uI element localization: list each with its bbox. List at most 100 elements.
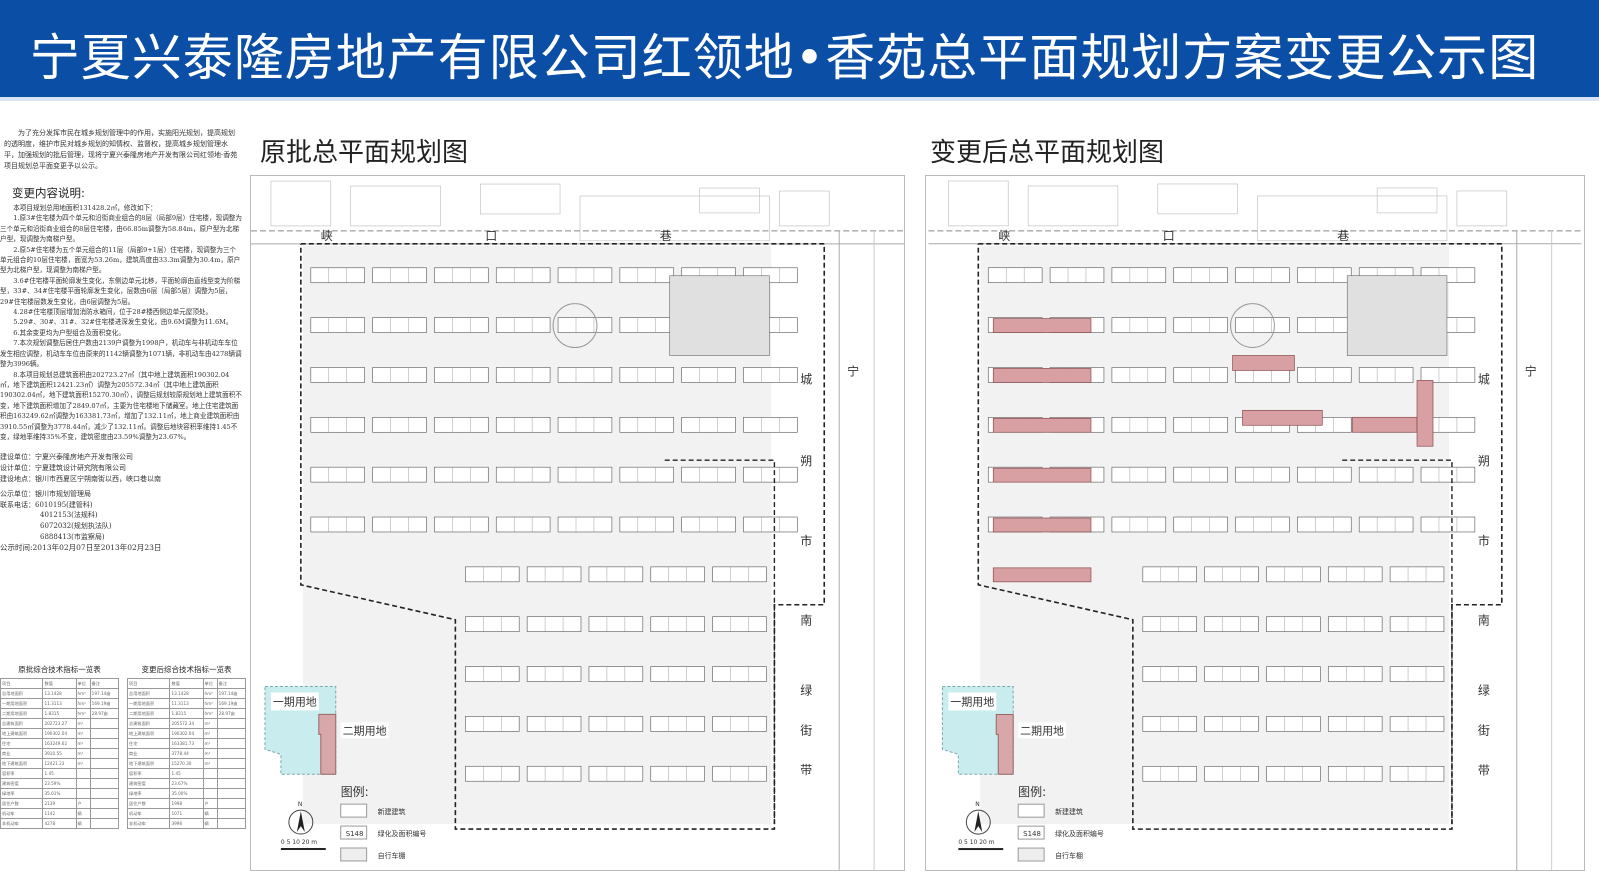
legend-title: 图例: (341, 785, 369, 799)
residential-building (1142, 566, 1197, 583)
neighbor-building (699, 187, 760, 214)
scale-bar (958, 848, 1004, 851)
residential-building (1297, 267, 1352, 283)
table-cell (89, 818, 120, 829)
changed-building (992, 517, 1092, 533)
residential-building (1266, 666, 1321, 682)
neighbor-building (270, 180, 332, 227)
changed-building (1232, 355, 1295, 371)
residential-building (1266, 765, 1321, 782)
legend-swatch (340, 847, 368, 862)
scale-label: 0 5 10 20 m (958, 839, 994, 846)
residential-building (372, 516, 427, 533)
residential-building (1389, 716, 1445, 732)
road-name-label: 市 (1478, 533, 1490, 548)
residential-building (712, 765, 767, 782)
table-cell: 备注 (216, 678, 247, 689)
table-cell: hm² (202, 698, 218, 709)
residential-building (465, 566, 520, 583)
phone-label: 联系电话： (0, 500, 35, 509)
table-cell: 197.14亩 (89, 688, 120, 699)
change-item: 3.6#住宅楼平面轮廓发生变化，东侧边单元北移，平面轮廓由直线型变为阶梯型，33… (0, 276, 241, 306)
residential-building (465, 716, 520, 732)
table-cell: 容积率 (0, 768, 44, 779)
table-cell: 辆 (202, 818, 218, 829)
table-cell (89, 748, 120, 759)
table-cell: 190302.04 (169, 728, 204, 739)
table-cell: 一期用地面积 (0, 698, 44, 709)
residential-building (1389, 666, 1445, 682)
table-cell: 1.8315 (42, 708, 77, 719)
neighbor-building (479, 183, 561, 215)
residential-building (1111, 267, 1167, 283)
north-arrow-icon (288, 809, 314, 835)
changes-list: 本项目规划总用地面积131428.2㎡，修改如下： 1.原3#住宅楼为四个单元和… (0, 203, 246, 442)
clubhouse-building (669, 275, 770, 356)
table-cell: 居住户数 (0, 798, 44, 809)
legend-label: 新建建筑 (1055, 807, 1083, 816)
table-title: 变更后综合技术指标一览表 (141, 665, 232, 674)
table-cell: m² (75, 718, 91, 729)
table-cell: 住宅 (126, 738, 171, 749)
table-cell (75, 768, 91, 779)
residential-building (465, 765, 520, 782)
scale-label: 0 5 10 20 m (281, 839, 317, 846)
residential-building (557, 267, 613, 284)
residential-building (1173, 317, 1228, 333)
table-cell: 1071 (169, 808, 204, 819)
road-name-label: 宁 (1525, 363, 1537, 378)
changed-building (1416, 380, 1434, 447)
residential-building (1173, 367, 1228, 383)
residential-building (619, 267, 675, 284)
residential-building (526, 765, 582, 782)
legend-code: S148 (346, 830, 364, 838)
table-cell: m² (75, 728, 91, 739)
residential-building (557, 466, 613, 483)
table-cell: hm² (202, 708, 218, 719)
residential-building (619, 367, 675, 383)
phase1-label: 一期用地 (273, 695, 317, 708)
legend-label: 自行车棚 (378, 851, 406, 860)
table-cell: 15270.30 (169, 758, 204, 769)
table-cell: 1142 (42, 808, 77, 819)
change-item: 2.原5#住宅楼为五个单元组合的11层（局部9+1层）住宅楼，现调整为三个单元组… (0, 245, 241, 275)
table-cell: 169.19亩 (216, 698, 247, 709)
residential-building (588, 765, 644, 782)
table-cell (89, 798, 120, 809)
table-cell (89, 768, 120, 779)
residential-building (1235, 466, 1290, 483)
residential-building (465, 616, 520, 632)
table-row: 项目数值单位备注 (0, 678, 120, 689)
table-cell: 绿地率 (126, 788, 171, 799)
changes-heading: 变更内容说明: (12, 186, 85, 200)
road-name-label: 朔 (1478, 453, 1490, 468)
residential-building (712, 666, 767, 682)
table-cell: 总用地面积 (126, 688, 171, 699)
residential-building (1420, 516, 1476, 533)
residential-building (681, 367, 736, 383)
legend-swatch (1017, 825, 1045, 840)
neighbor-building (779, 190, 830, 227)
table-cell (202, 778, 218, 789)
changed-building (1351, 416, 1418, 433)
table-cell: 机动车 (126, 808, 171, 819)
table-cell: hm² (202, 688, 218, 699)
residential-building (495, 367, 551, 383)
residential-building (526, 716, 582, 732)
residential-building (743, 367, 798, 383)
residential-building (1173, 417, 1228, 433)
residential-building (712, 566, 767, 583)
neighbor-building (1376, 187, 1438, 214)
neighbor-building (1456, 190, 1508, 227)
project-info: 建设单位：宁夏兴泰隆房地产开发有限公司 设计单位：宁夏建筑设计研究院有限公司 建… (0, 452, 246, 553)
road-name-label: 带 (800, 763, 812, 777)
residential-building (743, 417, 798, 433)
table-cell: 机动车 (0, 808, 44, 819)
road-name-label: 街 (800, 723, 812, 737)
